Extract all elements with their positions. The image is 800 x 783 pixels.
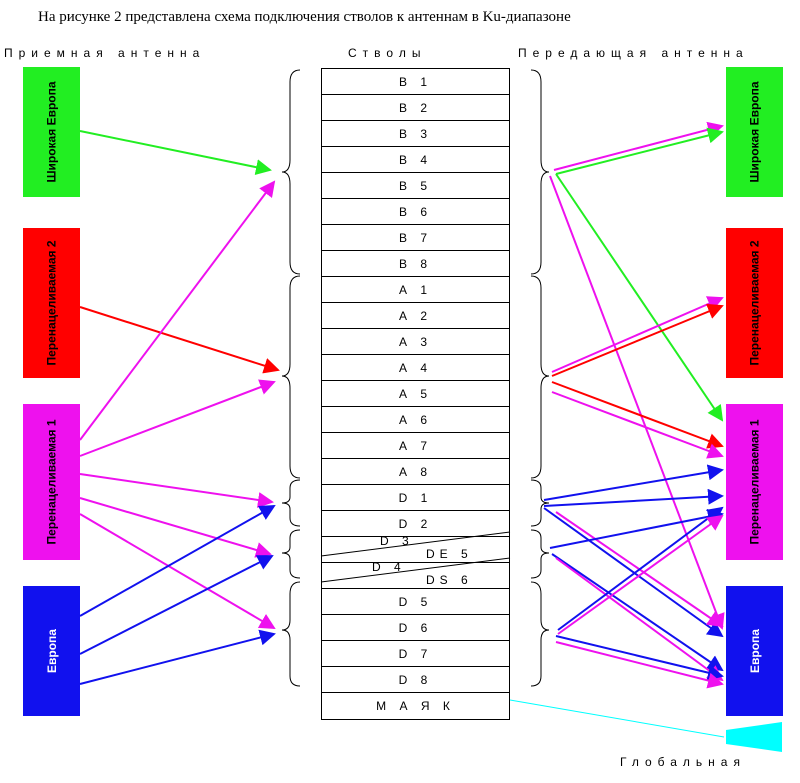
channel-d6: D 6: [322, 615, 509, 641]
channel-d4-ds6: D 4 DS 6: [322, 560, 509, 589]
split-line-d3: [320, 531, 511, 557]
channel-b1: В 1: [322, 69, 509, 95]
left-braces: [281, 69, 301, 687]
channel-d2: D 2: [322, 511, 509, 537]
tx-global-antenna-shape: [726, 722, 782, 752]
channel-b2: В 2: [322, 95, 509, 121]
receive-antenna-header: Приемная антенна: [4, 46, 206, 60]
channel-d3-de5: D 3 DE 5: [322, 534, 509, 563]
channel-a7: А 7: [322, 433, 509, 459]
channel-d8: D 8: [322, 667, 509, 693]
channel-b6: В 6: [322, 199, 509, 225]
channel-a2: А 2: [322, 303, 509, 329]
rx-retargetable-1-box: Перенацеливаемая 1: [23, 404, 80, 560]
tx-wide-europe-box: Широкая Европа: [726, 67, 783, 197]
channel-b3: В 3: [322, 121, 509, 147]
channel-d7: D 7: [322, 641, 509, 667]
channel-b5: В 5: [322, 173, 509, 199]
channel-ds6-label: DS 6: [426, 573, 473, 587]
page-title: На рисунке 2 представлена схема подключе…: [38, 9, 571, 25]
channel-a8: А 8: [322, 459, 509, 485]
channel-d1: D 1: [322, 485, 509, 511]
tx-retargetable-1-box: Перенацеливаемая 1: [726, 404, 783, 560]
channel-b8: В 8: [322, 251, 509, 277]
rx-wide-europe-box: Широкая Европа: [23, 67, 80, 197]
channel-table: В 1 В 2 В 3 В 4 В 5 В 6 В 7 В 8 А 1 А 2 …: [321, 68, 510, 720]
split-line-d4: [320, 557, 511, 583]
channel-a1: А 1: [322, 277, 509, 303]
transmit-antenna-header: Передающая антенна: [518, 46, 749, 60]
tx-retargetable-2-box: Перенацеливаемая 2: [726, 228, 783, 378]
transmit-arrows: [543, 121, 725, 689]
rx-europe-box: Европа: [23, 586, 80, 716]
channel-d4-label: D 4: [372, 560, 406, 574]
beacon-line: [509, 699, 725, 738]
channel-b7: В 7: [322, 225, 509, 251]
channel-de5-label: DE 5: [426, 547, 473, 561]
channel-b4: В 4: [322, 147, 509, 173]
right-braces: [530, 69, 550, 687]
tx-global-label: Глобальная: [620, 755, 746, 769]
channel-a5: А 5: [322, 381, 509, 407]
channel-d3-label: D 3: [380, 534, 414, 548]
receive-arrows: [79, 130, 280, 685]
channel-a3: А 3: [322, 329, 509, 355]
channel-a4: А 4: [322, 355, 509, 381]
channel-d5: D 5: [322, 589, 509, 615]
channel-a6: А 6: [322, 407, 509, 433]
tx-europe-box: Европа: [726, 586, 783, 716]
channel-beacon: М А Я К: [376, 699, 455, 713]
rx-retargetable-2-box: Перенацеливаемая 2: [23, 228, 80, 378]
channels-header: Стволы: [348, 46, 427, 60]
